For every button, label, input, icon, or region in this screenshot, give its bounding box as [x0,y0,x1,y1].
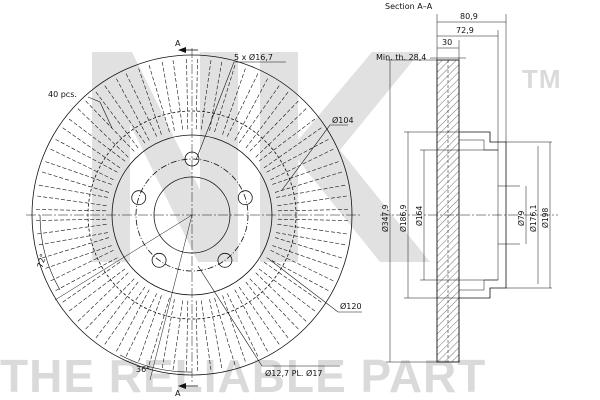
dim-80-9-label: 80,9 [460,12,478,21]
bolt-hole [237,190,253,206]
vane-line [186,59,189,130]
bolt-hole [151,252,167,268]
d120-label: Ø120 [340,301,362,311]
bolt-hole [131,190,147,206]
section-view-labels: Section A–A 80,9 72,9 30 Min. th. 28,4 Ø… [376,2,550,232]
vane-line [68,268,126,312]
slogan-text: THE RELIABLE PART [0,350,486,400]
bolt-holes-label: 5 x Ø16,7 [234,52,273,62]
vane-line [77,272,129,322]
leader-pilot-holes [197,265,340,367]
min-thickness-label: Min. th. 28,4 [376,53,426,62]
vane-line [95,281,139,339]
leader-vanes [87,96,113,129]
dim-30-label: 30 [442,38,452,47]
leader-d120 [269,259,362,313]
d186-9-label: Ø186,9 [399,204,408,232]
trademark-text: TM [522,64,562,94]
angle-arc-72 [39,214,61,291]
vane-line [245,281,289,339]
section-title: Section A–A [385,2,433,11]
d176-1-label: Ø176,1 [529,204,538,232]
angle-line-72 [54,214,193,301]
pilot-holes-label: Ø12,7 PL. Ø17 [265,368,323,378]
d347-9-label: Ø347,9 [381,204,390,232]
d104-label: Ø104 [332,115,354,125]
bolt-hole [217,252,233,268]
vane-line [263,261,322,303]
angle-arc-36 [119,354,193,373]
vane-line [195,59,198,130]
front-view-labels: A A 40 pcs. 5 x Ø16,7 Ø104 Ø120 Ø12,7 PL… [36,39,362,398]
vane-line [172,60,184,130]
leader-bolt-holes [195,61,286,161]
vane-line [238,286,280,345]
vane-line [85,278,135,330]
front-view [26,47,362,389]
section-arrow-bottom [178,383,186,389]
vane-line [249,278,299,330]
section-view [380,14,558,363]
vane-line [104,286,146,345]
angle-72-label: 72° [36,253,48,269]
leader-d104 [281,124,348,191]
d79-label: Ø79 [517,210,526,226]
section-label-bottom: A [175,389,181,398]
nk-logo [92,52,430,262]
vane-line [62,261,121,303]
vane-line [258,268,316,312]
nk-watermark: TM THE RELIABLE PART [0,52,562,400]
angle-36-label: 36° [136,365,150,374]
section-label-top: A [175,39,181,48]
bolt-holes [131,151,253,268]
section-arrow-top [178,47,186,53]
vanes-count-label: 40 pcs. [48,90,77,99]
vane-line [255,272,307,322]
d198-label: Ø198 [541,208,550,228]
d164-label: Ø164 [415,206,424,226]
dim-72-9-label: 72,9 [456,26,474,35]
angle-line-36 [149,214,193,381]
